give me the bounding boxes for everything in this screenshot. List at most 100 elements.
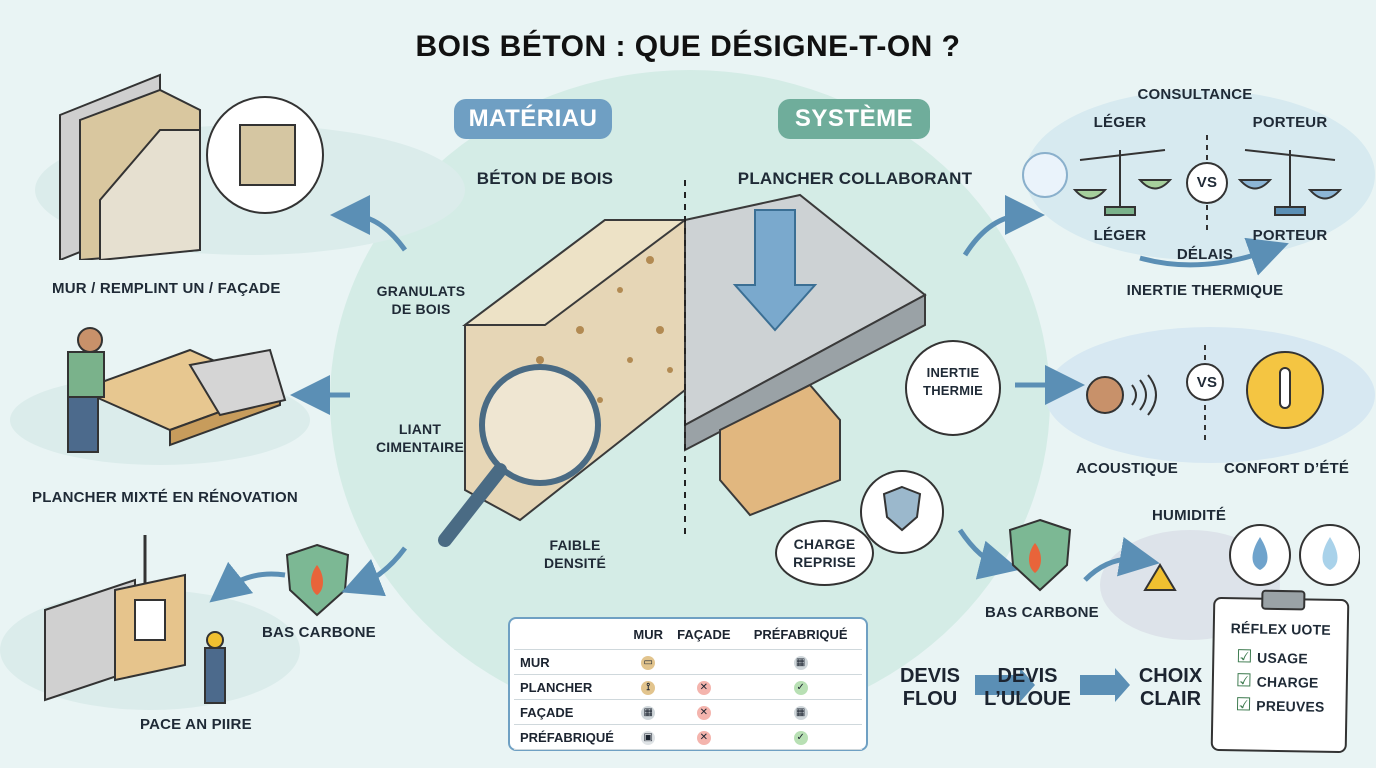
devis-uloue: DEVIS L’ULOUE	[980, 665, 1075, 711]
bricks-icon: ▦	[641, 705, 656, 720]
humidite-label: HUMIDITÉ	[1152, 507, 1227, 524]
devis-flou: DEVIS FLOU	[890, 665, 970, 711]
clipboard-item-label-3: PREUVES	[1256, 697, 1325, 715]
matrix-cell: ✓	[739, 724, 862, 750]
inertie-bubble-text: INERTIE THERMIE	[907, 364, 999, 400]
bricks-icon: ▦	[793, 655, 808, 670]
water-drop-icon-2	[1322, 537, 1338, 570]
humidity-illustration	[1008, 518, 1360, 592]
matrix-body: MUR▭▦PLANCHER⟟✕✓FAÇADE▦✕▦PRÉFABRIQUÉ▣✕✓	[514, 649, 862, 750]
matrix-row: FAÇADE ▦ ✕ ▦	[514, 699, 862, 725]
vs-top: VS	[1196, 174, 1218, 191]
matrix-header-cell	[514, 619, 628, 650]
matrix-header-cell: FAÇADE	[668, 619, 740, 650]
check-icon: ✓	[793, 680, 808, 695]
matrix-header-cell: MUR	[628, 619, 669, 650]
usage-matrix: MUR FAÇADE PRÉFABRIQUÉ MUR ▭ ▦ PLANCHER⟟ ✕ ✓ F…	[508, 617, 868, 751]
porteur-bottom-label: PORTEUR	[1252, 227, 1328, 244]
inertie-bubble-line-1: INERTIE	[926, 365, 980, 380]
flame-icon-right	[1029, 543, 1041, 573]
matrix-cell: ⟟	[628, 674, 669, 700]
matrix-header-cell: PRÉFABRIQUÉ	[739, 619, 862, 650]
choix-clair: CHOIX CLAIR	[1128, 665, 1213, 711]
water-drop-icon	[1252, 537, 1268, 570]
pace-label: PACE AN PIIRE	[140, 716, 252, 733]
choix-clair-line-1: CHOIX	[1138, 665, 1203, 687]
matrix-cell: ✕	[668, 674, 740, 700]
charge-bubble: CHARGE REPRISE	[775, 520, 874, 586]
devis-uloue-line-2: L’ULOUE	[984, 688, 1071, 710]
magnifier-lens	[479, 364, 601, 486]
clipboard-item-1: ☑ USAGE	[1236, 646, 1309, 668]
matrix-table: MUR FAÇADE PRÉFABRIQUÉ MUR ▭ ▦ PLANCHER⟟ ✕ ✓ F…	[514, 619, 862, 750]
faible-label: FAIBLE DENSITÉ	[520, 536, 630, 572]
matrix-row: MUR ▭ ▦	[514, 649, 862, 675]
clipboard-item-3: ☑ PREUVES	[1235, 694, 1325, 717]
person-head-icon	[1086, 376, 1124, 414]
devis-uloue-line-1: DEVIS	[997, 665, 1058, 687]
clipboard: RÉFLEX UOTE ☑ USAGE ☑ CHARGE ☑ PREUVES	[1210, 589, 1350, 754]
vs-mid: VS	[1196, 374, 1218, 391]
worker-body	[67, 351, 105, 398]
inertie-bubble-line-2: THERMIE	[923, 383, 983, 398]
bricks-icon: ▦	[793, 705, 808, 720]
matrix-cell: ▭	[628, 649, 669, 675]
tile-icon: ▭	[641, 655, 656, 670]
delais-label: DÉLAIS	[1176, 246, 1234, 263]
check-icon: ☑	[1235, 670, 1253, 691]
load-arrow	[732, 209, 818, 332]
warning-icon	[1143, 563, 1177, 591]
faible-line-1: FAIBLE	[549, 537, 601, 553]
matrix-row-label: MUR	[514, 649, 628, 675]
charge-line-2: REPRISE	[793, 554, 856, 570]
matrix-row: PRÉFABRIQUÉ▣✕✓	[514, 724, 862, 750]
page-title: BOIS BÉTON : QUE DÉSIGNE-T-ON ?	[415, 30, 961, 63]
leger-top-label: LÉGER	[1093, 114, 1147, 131]
matrix-cell: ✕	[668, 724, 740, 750]
clipboard-clip	[1261, 589, 1306, 611]
beton-de-bois-label: BÉTON DE BOIS	[476, 169, 614, 188]
vs-circle-mid	[1186, 363, 1224, 401]
cross-icon: ✕	[696, 680, 711, 695]
matrix-row: PLANCHER⟟ ✕ ✓	[514, 674, 862, 700]
matrix-cell: ▦	[739, 699, 862, 725]
check-icon: ✓	[793, 730, 808, 745]
floor-renovation-illustration	[67, 327, 287, 453]
matrix-row-label: PLANCHER	[514, 674, 628, 700]
worker-helmet	[206, 631, 224, 649]
wall-illustration	[59, 73, 324, 260]
plancher-collaborant-label: PLANCHER COLLABORANT	[737, 169, 973, 188]
prefab-illustration	[44, 535, 226, 704]
thermometer-icon	[1279, 367, 1291, 409]
acoustic-summer-illustration	[1086, 345, 1324, 445]
liant-label: LIANT CIMENTAIRE	[360, 420, 480, 456]
matrix-header-row: MUR FAÇADE PRÉFABRIQUÉ	[514, 619, 862, 650]
matrix-row-label: FAÇADE	[514, 699, 628, 725]
systeme-pill: SYSTÈME	[778, 99, 930, 139]
cross-icon: ✕	[696, 730, 711, 745]
balance-illustrations	[1022, 135, 1343, 230]
clipboard-item-label-1: USAGE	[1256, 649, 1309, 667]
box-icon: ▣	[641, 730, 656, 745]
devis-flou-line-2: FLOU	[902, 688, 958, 710]
prefab-window	[134, 599, 166, 641]
magnifier-handle	[438, 463, 507, 547]
shield-icon	[882, 485, 922, 532]
faible-line-2: DENSITÉ	[543, 555, 607, 571]
granulats-label: GRANULATS DE BOIS	[366, 282, 476, 318]
acoustique-label: ACOUSTIQUE	[1076, 460, 1179, 477]
scale-right-icon	[1237, 149, 1343, 216]
shield-bubble	[860, 470, 944, 554]
check-icon: ☑	[1235, 694, 1252, 715]
liant-line-2: CIMENTAIRE	[375, 439, 465, 455]
cross-icon: ✕	[696, 705, 711, 720]
inertie-bubble: INERTIE THERMIE	[905, 340, 1001, 436]
vs-circle-top	[1186, 162, 1228, 204]
liant-line-1: LIANT	[398, 421, 442, 437]
matrix-cell	[668, 649, 740, 675]
scale-left-icon	[1072, 149, 1173, 216]
materiau-pill: MATÉRIAU	[454, 99, 612, 139]
choix-clair-line-2: CLAIR	[1139, 688, 1202, 710]
clipboard-item-2: ☑ CHARGE	[1235, 670, 1319, 692]
leger-bottom-label: LÉGER	[1093, 227, 1147, 244]
